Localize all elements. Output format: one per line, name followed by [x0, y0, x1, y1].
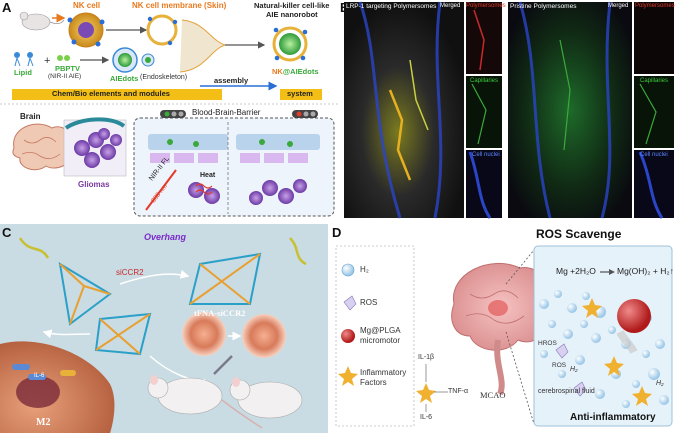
bbb-cells [150, 139, 308, 163]
panel-d-illustration [335, 245, 673, 427]
right-capillaries-label: Capillaries [640, 78, 669, 84]
aiedots-graphic [112, 47, 155, 73]
right-title: Pristine Polymersomes [510, 3, 577, 10]
mouse-icon [19, 11, 65, 31]
csf-label: cerebrospinal fluid [538, 388, 595, 395]
mg-micromotor [617, 299, 651, 333]
panel-a-label: A [2, 0, 12, 15]
nk-cell-label: NK cell [73, 1, 101, 10]
panel-c-label: C [2, 225, 12, 240]
svg-text:+: + [44, 55, 50, 67]
heat-label: Heat [200, 172, 216, 179]
panel-a: + [0, 0, 340, 222]
cytokine-icon [416, 383, 436, 403]
gliomas-label: Gliomas [78, 180, 110, 189]
nir-aie-label: (NIR-II AIE) [48, 73, 82, 80]
legend-inflammatory-label: Inflammatory [360, 368, 407, 377]
assembly-label: assembly [214, 76, 249, 85]
dna-tetrahedron-1 [58, 262, 112, 326]
hros-label: HROS [538, 340, 557, 347]
left-polymersomes-label: Polymersomes [466, 3, 506, 9]
mcao-label: MCAO [480, 390, 506, 400]
panel-b: B LRP-1 targeting Polymersomes Merged Po… [340, 0, 676, 222]
glioma-cluster [63, 117, 127, 177]
ros-legend-icon [343, 295, 357, 311]
nk-cell-graphic [67, 12, 105, 48]
tnfa-label: TNF-α [448, 388, 468, 395]
tumor-cells [188, 179, 307, 205]
legend-h2-label: H₂ [360, 265, 369, 274]
panel-d: D H₂ ROS Mg@PLGA micromotor Inflammatory… [330, 224, 676, 433]
nanorobot-subtitle: AIE nanorobot [266, 10, 318, 19]
brain-graphic [12, 123, 74, 171]
legend-ros-label: ROS [360, 298, 378, 307]
mouse-1 [147, 375, 263, 429]
aiedots-label: AIEdots [110, 74, 139, 83]
pbptv-icon [57, 55, 70, 61]
overhang-label: Overhang [144, 232, 187, 242]
mg-plga-legend-icon [341, 329, 355, 343]
m2-label: M2 [36, 417, 51, 428]
legend-mg-plga-label: Mg@PLGA [360, 326, 401, 335]
panel-c-illustration [0, 224, 328, 433]
brain-sphere-2 [242, 314, 286, 358]
inflammatory-legend-icon [338, 366, 358, 386]
left-nuclei-label: Cell nuclei [472, 152, 500, 158]
lipid-label: Lipid [14, 68, 32, 77]
nk-aiedots-prefix: NK [272, 67, 283, 76]
nk-aiedots-suffix: @AIEdots [282, 67, 319, 76]
ros-scavenge-title: ROS Scavenge [536, 227, 622, 241]
brain-sphere-1 [182, 312, 226, 356]
equation-right: Mg(OH)₂ + H₂↑ [617, 266, 674, 276]
left-capillaries-label: Capillaries [470, 78, 499, 84]
panel-b-micrographs [344, 1, 674, 219]
dna-tetrahedron-3 [94, 312, 152, 356]
right-polymersomes-label: Polymersomes [635, 3, 675, 9]
h2-legend-icon [341, 263, 355, 277]
tfna-label: tFNA-siCCR2 [194, 308, 246, 318]
chem-bio-bar [12, 89, 222, 100]
endoskeleton-label: (Endoskeleton) [140, 74, 188, 81]
d-il6-label: IL-6 [420, 414, 433, 421]
c-il6-label: IL-6 [34, 373, 45, 379]
lipid-icon [14, 52, 34, 67]
system-bar [280, 89, 322, 100]
panel-a-illustration: + [0, 11, 340, 217]
anti-inflammatory-label: Anti-inflammatory [570, 412, 656, 423]
nk-membrane-graphic [146, 14, 178, 46]
ros-zoom-label: ROS [552, 362, 567, 369]
nanorobot-graphic [272, 26, 308, 62]
h2-zoom-label-a: H₂ [570, 366, 578, 373]
indicator-lights [160, 110, 318, 118]
right-merged-label: Merged [608, 3, 629, 9]
left-title: LRP-1 targeting Polymersomes [346, 3, 437, 10]
il1b-label: IL-1β [418, 354, 435, 361]
bbb-label: Blood-Brain-Barrier [192, 108, 261, 117]
chem-bio-label: Chem/Bio elements and modules [52, 89, 170, 98]
nk-membrane-label: NK cell membrane (Skin) [132, 1, 227, 10]
mouse-2 [229, 377, 303, 419]
siccr2-label: siCCR2 [116, 268, 144, 277]
system-label: system [287, 89, 313, 98]
dna-tetrahedron-2 [188, 252, 262, 305]
nk-aiedots-label: NK@AIEdots [272, 67, 319, 76]
pbptv-label: PBPTV [55, 64, 81, 73]
nanorobot-title: Natural-killer cell-like [254, 1, 330, 10]
legend-micromotor-label: micromotor [360, 336, 401, 345]
panel-c: C Overhang siCCR2 tFNA-siCCR2 M2 IL-6 [0, 224, 328, 433]
right-nuclei-label: Cell nuclei [640, 152, 668, 158]
brain-label: Brain [20, 112, 41, 121]
equation-left: Mg +2H₂O [556, 266, 596, 276]
legend-factors-label: Factors [360, 378, 387, 387]
h2-zoom-label-b: H₂ [656, 380, 664, 387]
panel-d-label: D [332, 225, 342, 240]
left-merged-label: Merged [440, 3, 461, 9]
